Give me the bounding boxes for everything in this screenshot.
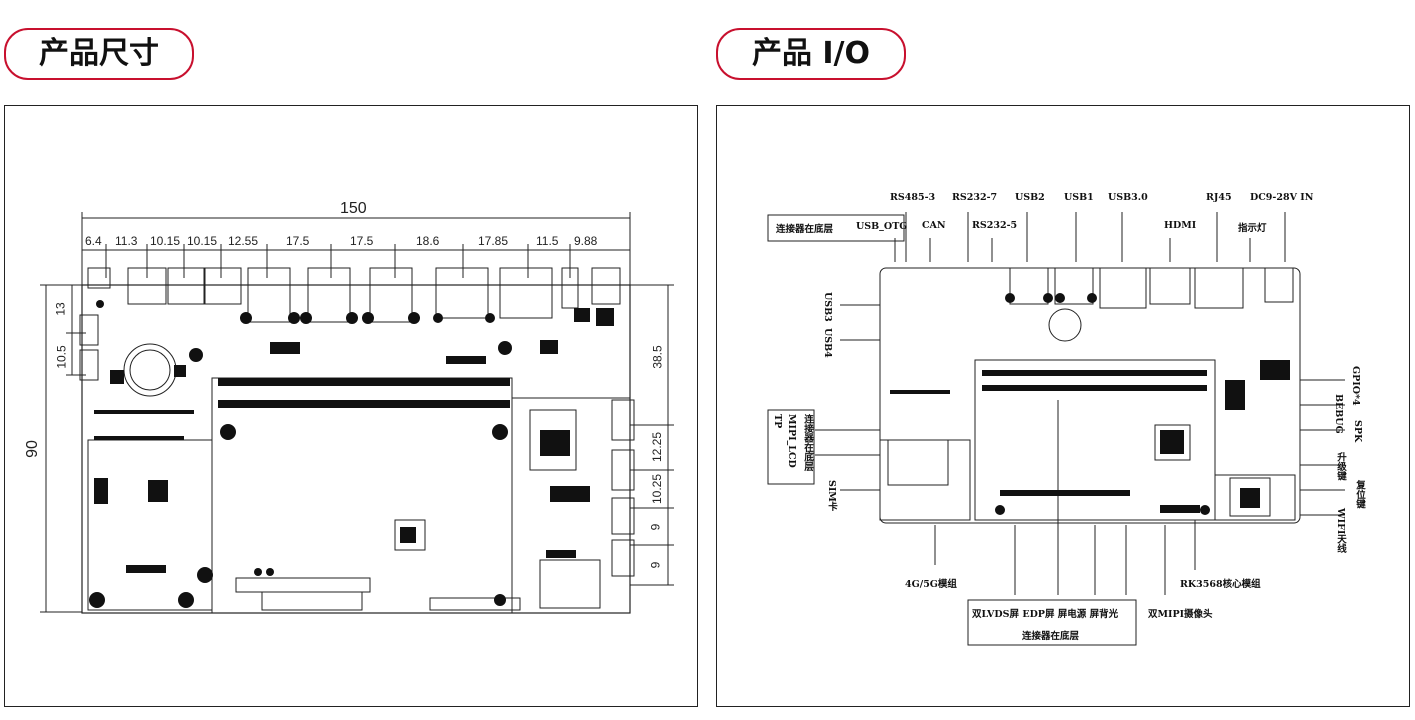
label-usb3: USB3 [822,292,833,322]
label-indicator: 指示灯 [1238,223,1267,234]
dim-seg-11: 9.88 [574,234,598,248]
dim-seg-5: 12.55 [228,234,259,248]
label-upgrade-key: 升级键 [1335,452,1346,481]
label-rs485: RS485-3 [890,192,936,203]
label-reset-key: 复位键 [1354,480,1365,509]
dim-seg-10: 11.5 [536,234,559,248]
label-can: CAN [922,220,946,231]
io-drawing-panel [716,105,1410,707]
label-usb2: USB2 [1015,192,1045,203]
dim-seg-9: 17.85 [478,234,509,248]
label-display-connectors: 双LVDS屏 EDP屏 屏电源 屏背光 [972,609,1119,620]
label-mipi-lcd: MIPI_LCD [786,414,797,468]
label-wifi-antenna: WIFI天线 [1335,508,1346,554]
label-rs232-5: RS232-5 [972,220,1018,231]
dim-seg-3: 10.15 [150,234,181,248]
dim-seg-2: 11.3 [115,234,138,248]
label-rs232-7: RS232-7 [952,192,998,203]
label-sim: SIM卡 [826,480,837,512]
label-4g5g: 4G/5G模组 [905,579,957,590]
section-title-dimensions: 产品尺寸 [4,28,194,80]
label-spk: SPK [1352,420,1363,443]
section-title-io: 产品 I/O [716,28,906,80]
label-tp: TP [772,414,783,429]
dim-seg-1: 6.4 [85,234,102,248]
label-top-connector-note: 连接器在底层 [776,224,834,235]
label-dc-in: DC9-28V IN [1250,192,1314,203]
dim-seg-6: 17.5 [286,234,310,248]
dim-seg-4: 10.15 [187,234,218,248]
label-left-connector-note: 连接器在底层 [802,414,813,471]
label-hdmi: HDMI [1164,220,1197,231]
dim-seg-8: 18.6 [416,234,440,248]
overall-width-label: 150 [340,200,367,217]
label-rj45: RJ45 [1206,192,1232,203]
label-mipi-camera: 双MIPI摄像头 [1148,609,1213,620]
label-usb1: USB1 [1064,192,1094,203]
label-gpio: GPIO*4 [1350,366,1361,406]
dim-seg-7: 17.5 [350,234,374,248]
label-usb4: USB4 [822,328,833,358]
label-rk3568: RK3568核心模组 [1180,579,1261,590]
label-debug: BEBUG [1333,394,1344,434]
label-bottom-connector-note: 连接器在底层 [1022,631,1080,642]
label-usb-otg: USB_OTG [856,221,908,232]
label-usb30: USB3.0 [1108,192,1148,203]
